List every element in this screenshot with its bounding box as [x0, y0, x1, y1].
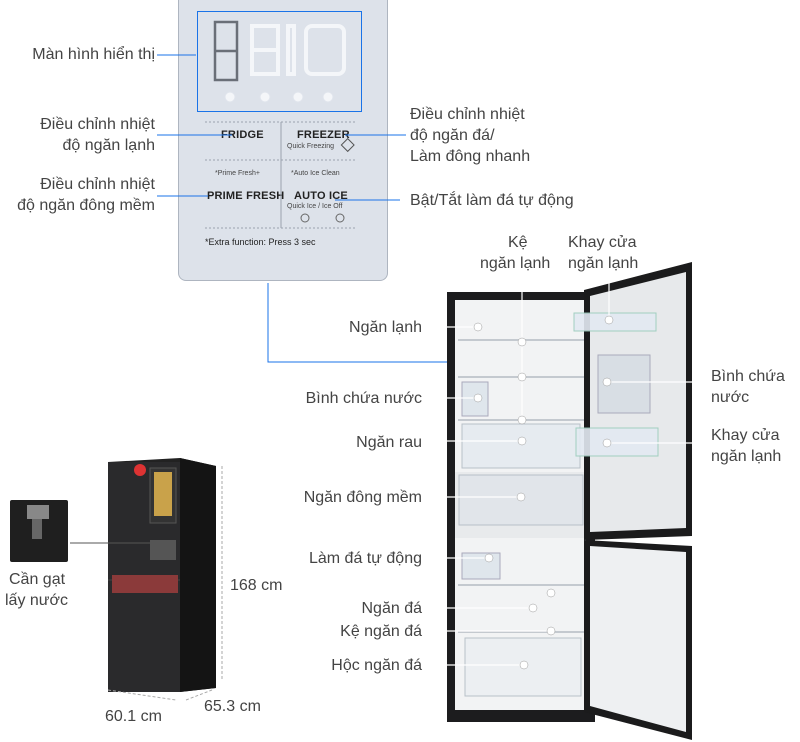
label-soft-temp-2: độ ngăn đông mềm	[17, 197, 155, 214]
label-door-tray-top-2: ngăn lạnh	[568, 255, 639, 272]
small-fridge	[108, 458, 216, 692]
label-freezer-shelf: Kệ ngăn đá	[340, 623, 422, 640]
label-lever-1: Cần gạt	[9, 571, 66, 588]
label-veg: Ngăn rau	[356, 434, 422, 451]
water-lever-inset	[10, 500, 68, 562]
prime-fresh-plus-label: *Prime Fresh+	[215, 170, 260, 177]
leader-dots	[473, 315, 614, 670]
label-soft-freeze: Ngăn đông mềm	[303, 489, 422, 506]
seven-segment-display	[213, 20, 346, 103]
label-door-tray-bottom-2: ngăn lạnh	[711, 448, 782, 465]
auto-ice-clean-label: *Auto Ice Clean	[291, 170, 340, 177]
control-panel: FRIDGE FREEZER Quick Freezing *Prime Fre…	[178, 0, 388, 281]
label-height: 168 cm	[230, 577, 283, 594]
label-water-tank-right-1: Bình chứa	[711, 368, 785, 385]
display-icons	[224, 91, 334, 103]
label-ice-box: Hộc ngăn đá	[331, 657, 422, 674]
fridge-button-label[interactable]: FRIDGE	[221, 129, 264, 141]
label-auto-ice: Làm đá tự động	[308, 550, 422, 567]
freezer-button-label[interactable]: FREEZER	[297, 129, 350, 141]
label-freezer-temp-1: Điều chỉnh nhiệt	[410, 106, 525, 123]
label-door-tray-top-1: Khay cửa	[568, 234, 637, 251]
display-screen	[197, 11, 362, 112]
label-display: Màn hình hiển thị	[32, 46, 155, 63]
label-shelf-2: ngăn lạnh	[480, 255, 551, 272]
auto-ice-button-label[interactable]: AUTO ICE	[294, 190, 348, 202]
panel-leaders	[157, 54, 460, 363]
label-water-tank-right-2: nước	[711, 389, 750, 406]
label-width: 60.1 cm	[105, 708, 162, 725]
label-freezer-comp: Ngăn đá	[361, 600, 423, 617]
prime-fresh-button-label[interactable]: PRIME FRESH	[207, 190, 285, 202]
quick-freezing-label: Quick Freezing	[287, 143, 335, 150]
large-fridge	[447, 262, 692, 740]
label-fridge-temp-1: Điều chỉnh nhiệt	[40, 116, 155, 133]
label-water-tank-left: Bình chứa nước	[305, 390, 422, 407]
label-freezer-temp-2: độ ngăn đá/	[410, 127, 495, 144]
label-freezer-temp-3: Làm đông nhanh	[410, 148, 531, 165]
label-shelf-1: Kệ	[508, 234, 528, 251]
label-auto-ice-toggle: Bật/Tắt làm đá tự động	[410, 192, 574, 209]
label-door-tray-bottom-1: Khay cửa	[711, 427, 780, 444]
dimension-lines	[107, 466, 223, 701]
label-depth: 65.3 cm	[204, 698, 261, 715]
label-fridge-comp: Ngăn lạnh	[349, 319, 422, 336]
quick-ice-label: Quick Ice / Ice Off	[287, 203, 343, 210]
label-fridge-temp-2: độ ngăn lạnh	[62, 137, 155, 154]
label-lever-2: lấy nước	[5, 592, 68, 609]
fridge-leaders	[421, 276, 707, 666]
extra-function-note: *Extra function: Press 3 sec	[205, 237, 316, 247]
label-soft-temp-1: Điều chỉnh nhiệt	[40, 176, 155, 193]
